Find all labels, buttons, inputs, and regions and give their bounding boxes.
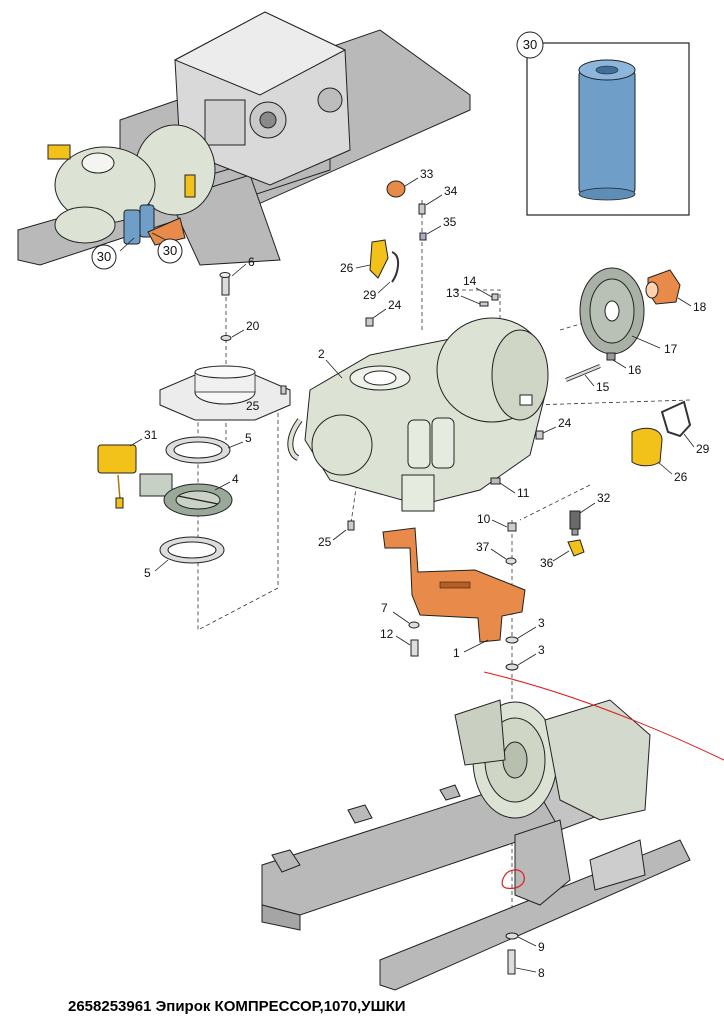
screw-24-top <box>365 317 374 327</box>
callout-4: 4 <box>232 472 239 486</box>
plug-35 <box>419 232 427 241</box>
callout-24-right: 24 <box>558 416 572 430</box>
callout-31: 31 <box>144 428 158 442</box>
washer-9 <box>505 932 519 940</box>
callout-10: 10 <box>477 512 491 526</box>
callout-34: 34 <box>444 184 458 198</box>
callout-2: 2 <box>318 347 325 361</box>
callout-9: 9 <box>538 940 545 954</box>
callout-24-top: 24 <box>388 298 402 312</box>
callout-25-top: 25 <box>246 399 260 413</box>
callout-30-inset: 30 <box>523 37 537 52</box>
clamp-26-left <box>369 239 389 279</box>
oil-filter-icon <box>578 59 636 201</box>
compressor-small-illustration <box>47 124 216 246</box>
callout-30-right: 30 <box>163 243 177 258</box>
washer-3-bottom <box>505 663 519 671</box>
callout-37: 37 <box>476 540 490 554</box>
screw-10 <box>507 522 517 532</box>
chassis-frame-illustration <box>261 671 724 991</box>
clip-29-left <box>391 251 399 283</box>
cutaway-outline <box>483 671 724 761</box>
compressor-illustration <box>287 317 549 512</box>
callout-18: 18 <box>693 300 707 314</box>
coupling-17 <box>579 267 645 355</box>
callout-35: 35 <box>443 215 457 229</box>
callout-17: 17 <box>664 342 678 356</box>
washer-7 <box>408 621 420 629</box>
clamp-26-right <box>631 427 663 467</box>
engine-illustration <box>173 11 351 186</box>
nut-16 <box>606 352 616 361</box>
mounting-bracket-1 <box>382 527 526 643</box>
callout-29-left: 29 <box>363 288 377 302</box>
fitting-36 <box>567 539 585 557</box>
callout-3-top: 3 <box>538 616 545 630</box>
callout-8: 8 <box>538 966 545 980</box>
screw-25-bottom <box>347 520 355 531</box>
callout-14: 14 <box>463 274 477 288</box>
bolt-13 <box>479 301 489 307</box>
callout-25-bottom: 25 <box>318 535 332 549</box>
callout-5-top: 5 <box>245 431 252 445</box>
callout-1: 1 <box>453 646 460 660</box>
washer-37 <box>505 557 517 565</box>
fitting-34 <box>418 203 426 215</box>
callout-33: 33 <box>420 167 434 181</box>
callout-32: 32 <box>597 491 611 505</box>
callout-13: 13 <box>446 286 460 300</box>
valve-4 <box>139 473 233 517</box>
clip-29-right <box>660 400 692 438</box>
bolt-12 <box>410 639 419 657</box>
callout-6: 6 <box>248 255 255 269</box>
sensor-32 <box>569 510 581 536</box>
callout-36: 36 <box>540 556 554 570</box>
callout-5-bottom: 5 <box>144 566 151 580</box>
page-title: 2658253961 Эпирок КОМПРЕССОР,1070,УШКИ <box>68 998 406 1015</box>
callout-11: 11 <box>517 486 530 500</box>
screw-11 <box>490 477 501 485</box>
bolt-15 <box>565 364 601 382</box>
callout-12: 12 <box>380 627 394 641</box>
callout-26-left: 26 <box>340 261 354 275</box>
engine-assembly: 30 30 <box>17 11 471 270</box>
adapter-flange <box>159 365 291 421</box>
filter-inset: 30 <box>516 31 690 216</box>
callout-15: 15 <box>596 380 610 394</box>
washer-20 <box>220 335 232 341</box>
mounting-point-highlight <box>501 869 525 889</box>
callout-26-right: 26 <box>674 470 688 484</box>
hub-18 <box>645 269 681 305</box>
bolt-6 <box>219 272 231 296</box>
actuator-31 <box>97 444 137 509</box>
screw-24-right <box>535 430 544 440</box>
callout-20: 20 <box>246 319 260 333</box>
bolt-8 <box>507 949 516 975</box>
callout-3-bottom: 3 <box>538 643 545 657</box>
nut-14 <box>491 293 499 301</box>
callout-30-left: 30 <box>97 249 111 264</box>
washer-3-top <box>505 636 519 644</box>
cap-33 <box>386 180 406 198</box>
callout-16: 16 <box>628 363 642 377</box>
screw-25-top <box>280 385 287 395</box>
callout-29-right: 29 <box>696 442 710 456</box>
callout-7: 7 <box>381 601 388 615</box>
